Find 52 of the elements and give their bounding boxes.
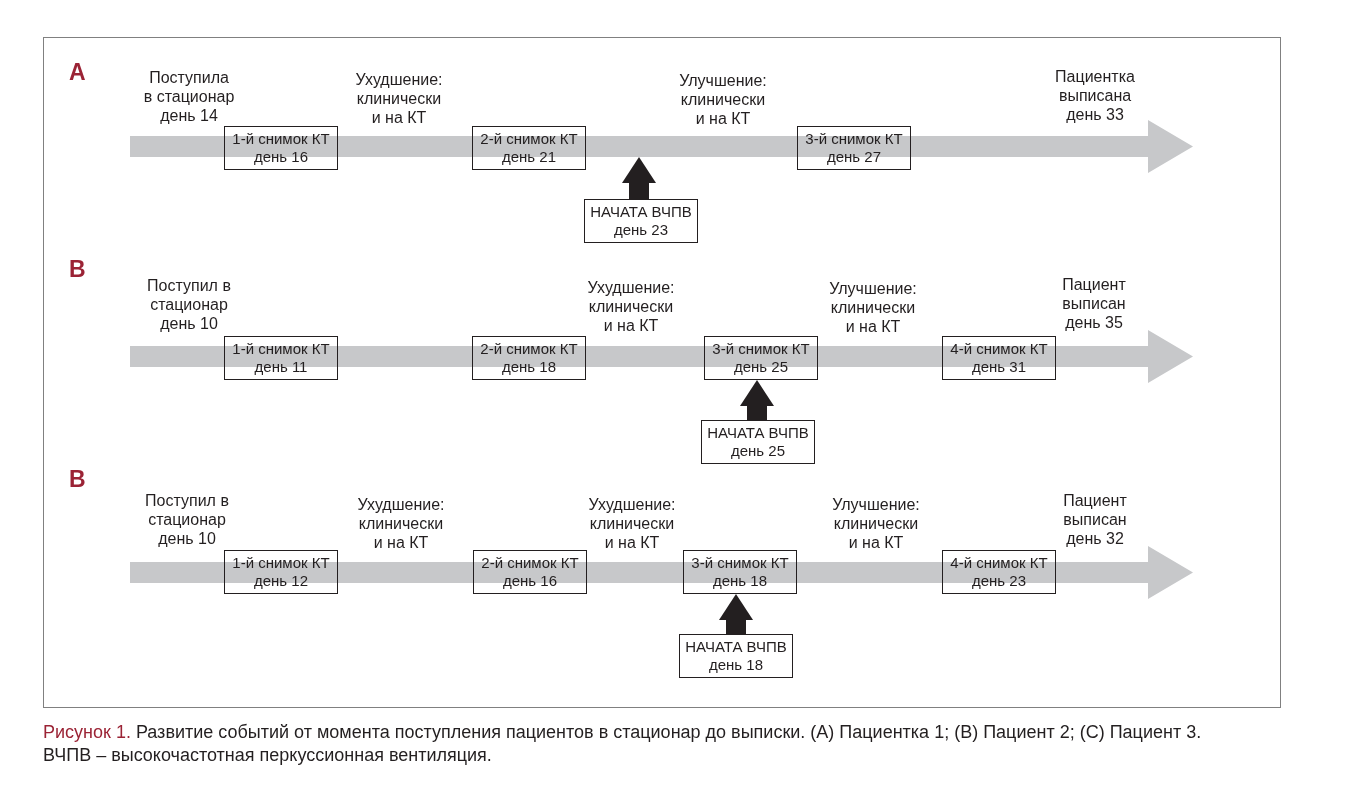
ct-scan-day: день 25 bbox=[733, 358, 788, 376]
ct-scan-title: 2-й снимок КТ bbox=[480, 130, 578, 148]
ventilation-title: НАЧАТА ВЧПВ bbox=[590, 203, 692, 221]
ct-scan-title: 3-й снимок КТ bbox=[805, 130, 903, 148]
ct-scan-day: день 27 bbox=[826, 148, 881, 166]
event-note: Поступил в стационар день 10 bbox=[144, 491, 230, 548]
ct-scan-day: день 18 bbox=[712, 572, 767, 590]
ventilation-start-box bbox=[584, 199, 698, 243]
ct-scan-title: 4-й снимок КТ bbox=[950, 340, 1048, 358]
ventilation-day: день 23 bbox=[613, 221, 668, 239]
ct-scan-day: день 21 bbox=[501, 148, 556, 166]
ct-scan-day: день 18 bbox=[501, 358, 556, 376]
event-note: Ухудшение: клинически и на КТ bbox=[356, 495, 446, 552]
ct-scan-day: день 11 bbox=[254, 358, 308, 376]
block-arrow bbox=[719, 594, 753, 634]
ct-scan-title: 2-й снимок КТ bbox=[481, 554, 579, 572]
ventilation-day: день 18 bbox=[708, 656, 763, 674]
event-note: Поступила в стационар день 14 bbox=[143, 68, 235, 125]
ventilation-start-box bbox=[679, 634, 793, 678]
block-arrow bbox=[622, 157, 656, 199]
event-note: Улучшение: клинически и на КТ bbox=[831, 495, 921, 552]
timeline-arrow bbox=[130, 330, 1193, 383]
ct-scan-day: день 31 bbox=[971, 358, 1026, 376]
ct-scan-title: 2-й снимок КТ bbox=[480, 340, 578, 358]
ventilation-title: НАЧАТА ВЧПВ bbox=[707, 424, 809, 442]
event-note: Пациент выписан день 32 bbox=[1062, 491, 1128, 548]
figure-caption: Рисунок 1. Развитие событий от момента поступления пациентов в стационар до выписки. (A) Пациентка 1; (B) Пациент 2; (C) Пациент 3. ВЧПВ – высокочастотная перкуссионная вентиляция. bbox=[43, 721, 1203, 767]
ct-scan-day: день 12 bbox=[253, 572, 308, 590]
event-note: Ухудшение: клинически и на КТ bbox=[586, 278, 676, 335]
ct-scan-title: 1-й снимок КТ bbox=[232, 554, 330, 572]
ct-scan-day: день 16 bbox=[502, 572, 557, 590]
event-note: Ухудшение: клинически и на КТ bbox=[354, 70, 444, 127]
ventilation-title: НАЧАТА ВЧПВ bbox=[685, 638, 787, 656]
ct-scan-day: день 16 bbox=[253, 148, 308, 166]
panel-letter: B bbox=[69, 466, 86, 492]
ct-scan-title: 1-й снимок КТ bbox=[232, 130, 330, 148]
panel-letter: A bbox=[69, 59, 86, 85]
ct-scan-day: день 23 bbox=[971, 572, 1026, 590]
ct-scan-title: 3-й снимок КТ bbox=[691, 554, 789, 572]
ct-scan-title: 3-й снимок КТ bbox=[712, 340, 810, 358]
event-note: Ухудшение: клинически и на КТ bbox=[587, 495, 677, 552]
event-note: Поступил в стационар день 10 bbox=[146, 276, 232, 333]
event-note: Улучшение: клинически и на КТ bbox=[678, 71, 768, 128]
ventilation-day: день 25 bbox=[730, 442, 785, 460]
event-note: Пациент выписан день 35 bbox=[1061, 275, 1127, 332]
panel-letter: B bbox=[69, 256, 86, 282]
block-arrow bbox=[740, 380, 774, 420]
event-note: Пациентка выписана день 33 bbox=[1054, 67, 1136, 124]
ventilation-start-box bbox=[701, 420, 815, 464]
ct-scan-title: 4-й снимок КТ bbox=[950, 554, 1048, 572]
event-note: Улучшение: клинически и на КТ bbox=[828, 279, 918, 336]
ct-scan-title: 1-й снимок КТ bbox=[232, 340, 330, 358]
